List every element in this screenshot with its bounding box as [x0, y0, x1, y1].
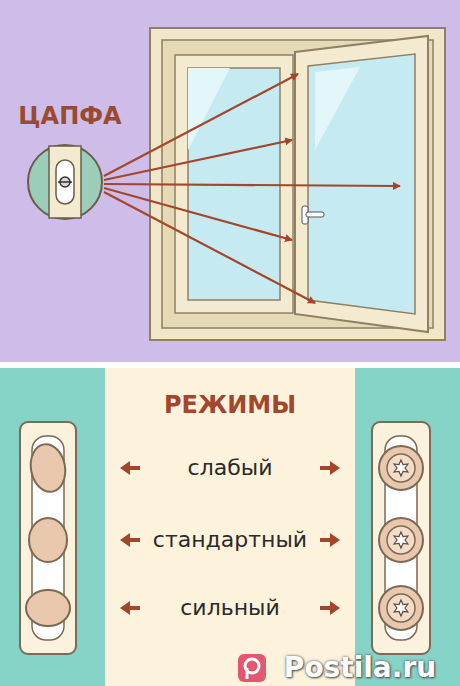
watermark: Postila.ru [284, 653, 436, 684]
left-band [0, 368, 105, 686]
trunnion-inset [28, 145, 102, 219]
adjust-wheel-inner [387, 526, 415, 554]
eccentric-strip-right [372, 422, 430, 654]
watermark-icon [238, 654, 266, 682]
leader-arrows [104, 74, 400, 303]
mode-label: слабый [188, 456, 273, 480]
torx-socket [394, 532, 408, 548]
adjust-wheel-inner [387, 454, 415, 482]
adjust-wheel-inner [387, 594, 415, 622]
adjust-wheel [379, 518, 423, 562]
mode-arrows [120, 461, 340, 615]
right-band [355, 368, 460, 686]
divider [0, 362, 460, 368]
adjust-wheel [379, 586, 423, 630]
torx-socket [394, 600, 408, 616]
mode-label: стандартный [153, 528, 307, 552]
part-name: ЦАПФА [18, 103, 121, 129]
top-ground [0, 0, 460, 362]
eccentric-strip-left [20, 422, 76, 654]
torx-socket [394, 460, 408, 476]
adjust-wheel [379, 446, 423, 490]
section-heading: РЕЖИМЫ [164, 392, 296, 418]
center-panel [105, 368, 355, 686]
mode-label: сильный [180, 596, 279, 620]
